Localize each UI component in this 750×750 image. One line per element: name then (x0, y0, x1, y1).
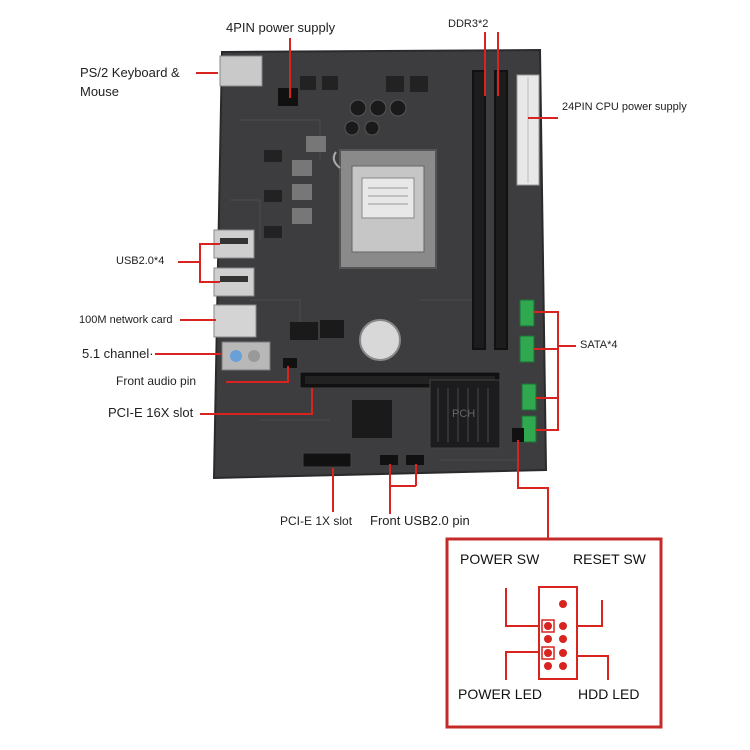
pcie-x1-slot (302, 452, 352, 468)
usb-ports (213, 229, 255, 297)
label-front-usb: Front USB2.0 pin (370, 513, 470, 528)
label-sata: SATA*4 (580, 339, 618, 351)
label-channel: 5.1 channel· (82, 346, 154, 361)
label-pcie1: PCI-E 1X slot (280, 514, 353, 528)
label-ps2: PS/2 Keyboard & (80, 65, 180, 80)
motherboard (212, 48, 548, 480)
label-24pin: 24PIN CPU power supply (562, 101, 687, 113)
front-audio-header (283, 358, 297, 368)
bios-chip (320, 320, 344, 338)
pch-heatsink (429, 379, 501, 449)
four-pin-connector (278, 88, 298, 106)
audio-jacks (221, 341, 271, 371)
sata-line (534, 311, 576, 347)
label-front-audio: Front audio pin (116, 374, 197, 388)
pcie16-line (200, 388, 313, 415)
label-pcie16: PCI-E 16X slot (108, 405, 194, 420)
pin-lines (505, 588, 609, 680)
pch-chip-text: PCH (452, 408, 476, 420)
label-usb: USB2.0*4 (116, 255, 165, 267)
audio-chip (352, 400, 392, 438)
sata-line-4 (536, 398, 559, 431)
annotation-lines (155, 32, 576, 540)
label-4pin-power: 4PIN power supply (226, 20, 336, 35)
front-panel-box (445, 537, 663, 729)
label-ps2-line2: Mouse (80, 84, 120, 99)
pin-boxes (541, 619, 555, 660)
io-chip (290, 322, 318, 340)
twenty-four-pin-connector (516, 74, 540, 186)
pin-dots (544, 600, 567, 670)
lan-port (213, 304, 257, 338)
front-usb-headers (380, 455, 424, 465)
label-hdd-led: HDD LED (578, 686, 640, 702)
label-network: 100M network card (79, 314, 173, 326)
ddr3-slots (472, 70, 508, 350)
front-usb-line (389, 485, 416, 514)
cpu-socket (332, 149, 437, 269)
pin-header-outline (538, 586, 578, 680)
label-power-sw: POWER SW (460, 551, 540, 567)
front-panel-header (512, 428, 524, 442)
ps2-port (219, 55, 263, 87)
cmos-battery (359, 319, 401, 361)
vrm-components (264, 76, 428, 238)
label-power-led: POWER LED (458, 686, 543, 702)
front-panel-line (517, 440, 549, 540)
label-reset-sw: RESET SW (573, 551, 646, 567)
label-ddr3: DDR3*2 (448, 18, 489, 30)
usb-line-2 (199, 262, 220, 283)
usb-line (178, 243, 220, 263)
front-audio-line (226, 366, 289, 383)
